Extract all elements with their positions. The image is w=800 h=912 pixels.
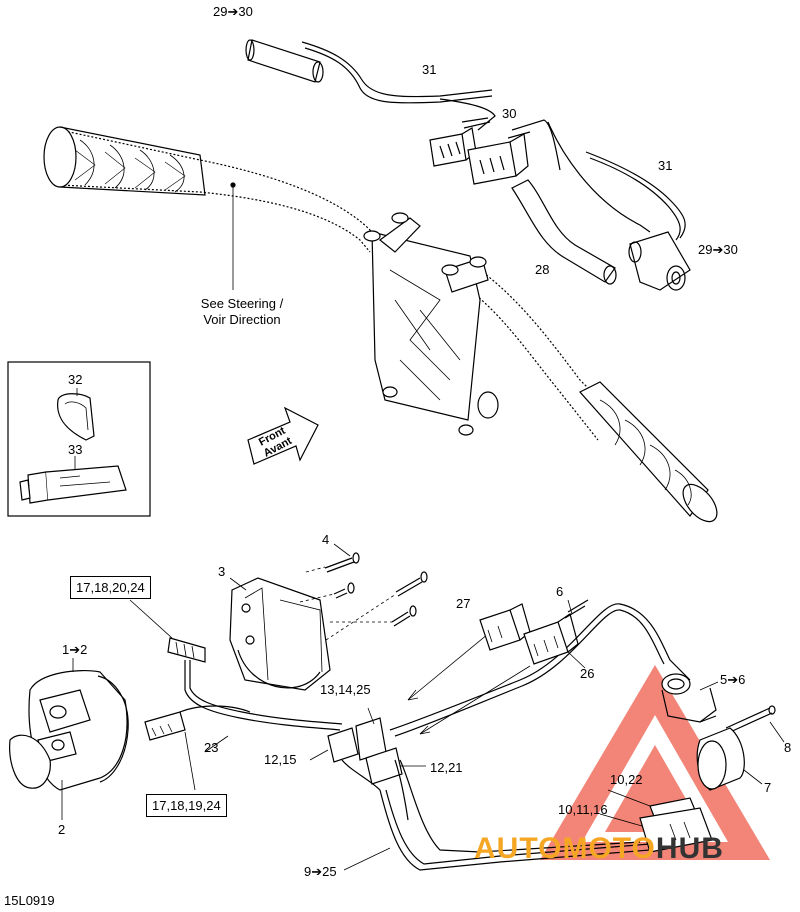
callout-26: 26 (580, 666, 595, 681)
steering-riser (363, 212, 499, 436)
connector-26 (523, 599, 589, 665)
callout-box-17-18-20-24: 17,18,20,24 (70, 576, 151, 599)
callout-12-21: 12,21 (430, 760, 463, 775)
see-steering-line-1: See Steering / (200, 296, 284, 311)
heating-wire-right (585, 151, 686, 239)
heating-wire-top (301, 41, 493, 98)
switch-housing-3 (229, 577, 331, 691)
callout-10-11-16: 10,11,16 (558, 802, 608, 817)
see-steering-line-2: Voir Direction (203, 312, 281, 327)
module-10 (639, 797, 713, 853)
callout-1-2: 1➔2 (62, 642, 88, 657)
harness-right (389, 603, 691, 737)
connector-lower-left (144, 711, 186, 741)
callout-3: 3 (218, 564, 226, 579)
callout-31-right: 31 (658, 158, 673, 173)
drawing-id: 15L0919 (4, 893, 55, 908)
callout-box-17-18-19-24: 17,18,19,24 (146, 794, 227, 817)
callout-29-30-top: 29➔30 (213, 4, 253, 19)
front-arrow-shape (247, 406, 319, 465)
callout-10-22: 10,22 (610, 772, 643, 787)
callout-23: 23 (204, 740, 219, 755)
callout-6: 6 (556, 584, 564, 599)
harness-23 (179, 660, 343, 731)
callout-31-top: 31 (422, 62, 437, 77)
watermark-part-1: AUTOMOTO (474, 832, 656, 865)
callout-28: 28 (535, 262, 550, 277)
watermark-text: AUTOMOTOHUB (474, 832, 724, 866)
screws-4 (299, 552, 428, 641)
callout-29-30-right: 29➔30 (698, 242, 738, 257)
watermark-part-2: HUB (655, 832, 724, 865)
callout-2: 2 (58, 822, 66, 837)
callout-30: 30 (502, 106, 517, 121)
grip-left-handlebar (43, 126, 206, 196)
switch-1-2 (9, 670, 129, 791)
callout-27: 27 (456, 596, 471, 611)
tube-33 (19, 465, 127, 504)
callout-12-15: 12,15 (264, 752, 297, 767)
glove-32 (57, 393, 95, 441)
connector-upper-left (167, 637, 206, 663)
harness-9-25 (379, 759, 651, 871)
throttle-7 (696, 727, 745, 791)
connector-block-center (327, 717, 403, 791)
callout-8: 8 (784, 740, 792, 755)
connector-30-left (429, 117, 491, 167)
handlebar (59, 129, 621, 441)
see-steering-note: See Steering / Voir Direction (172, 296, 312, 328)
callout-13-14-25: 13,14,25 (320, 682, 371, 697)
callout-4: 4 (322, 532, 330, 547)
switch-5-6 (661, 673, 717, 723)
grip-right-handlebar (579, 381, 718, 523)
callout-5-6: 5➔6 (720, 672, 746, 687)
connector-30-right (467, 119, 651, 233)
callout-7: 7 (764, 780, 772, 795)
callout-33: 33 (68, 442, 83, 457)
pin-8 (725, 705, 776, 734)
callout-9-25: 9➔25 (304, 864, 337, 879)
grip-top-left (245, 39, 324, 83)
callout-32: 32 (68, 372, 83, 387)
connector-27 (479, 603, 531, 651)
tube-28 (511, 179, 616, 283)
inset-box (7, 361, 151, 517)
grip-right (628, 231, 691, 291)
